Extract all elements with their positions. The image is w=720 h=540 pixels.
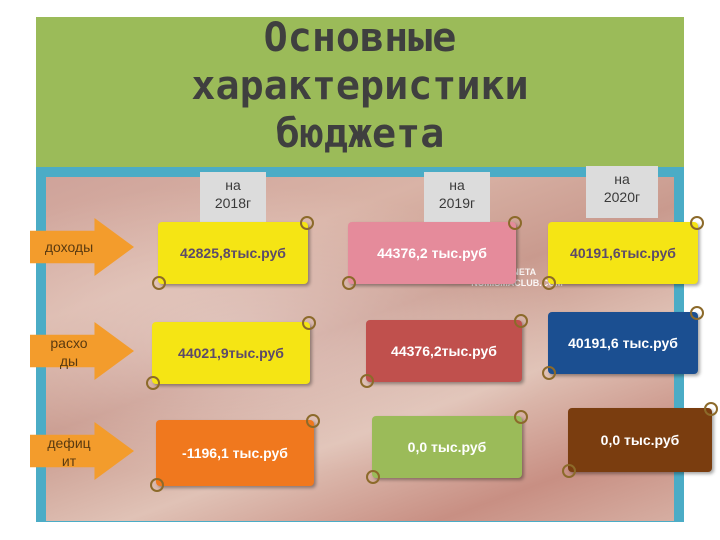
title-banner bbox=[36, 17, 684, 167]
slide-title: Основные характеристики бюджета bbox=[191, 15, 529, 157]
year-2019: на 2019г bbox=[424, 172, 490, 224]
watermark-text: MONETA NUMISMACLUB.COM bbox=[471, 267, 563, 288]
year-2020: на 2020г bbox=[586, 166, 658, 218]
income-2020: 40191,6тыс.руб bbox=[542, 216, 704, 290]
expenses-2018: 44021,9тыс.руб bbox=[146, 316, 316, 390]
income-2018-value: 42825,8тыс.руб bbox=[180, 245, 286, 261]
income-2020-value: 40191,6тыс.руб bbox=[570, 245, 676, 261]
income-2019-value: 44376,2 тыс.руб bbox=[377, 245, 487, 261]
year-2018: на 2018г bbox=[200, 172, 266, 224]
expenses-2019-value: 44376,2тыс.руб bbox=[391, 343, 497, 359]
label-deficit: дефиц ит bbox=[47, 435, 91, 469]
label-income: доходы bbox=[44, 239, 94, 255]
deficit-2020: 0,0 тыс.руб bbox=[562, 402, 718, 478]
income-2019: 44376,2 тыс.руб bbox=[342, 216, 522, 290]
expenses-2020: 40191,6 тыс.руб bbox=[542, 306, 704, 380]
deficit-2019: 0,0 тыс.руб bbox=[366, 410, 528, 484]
deficit-2019-value: 0,0 тыс.руб bbox=[407, 439, 487, 455]
deficit-2018-value: -1196,1 тыс.руб bbox=[182, 445, 288, 461]
expenses-2018-value: 44021,9тыс.руб bbox=[178, 345, 284, 361]
expenses-2019: 44376,2тыс.руб bbox=[360, 314, 528, 388]
label-expenses: расхо ды bbox=[50, 335, 88, 369]
deficit-2018: -1196,1 тыс.руб bbox=[150, 414, 320, 492]
deficit-2020-value: 0,0 тыс.руб bbox=[600, 432, 680, 448]
income-2018: 42825,8тыс.руб bbox=[152, 216, 314, 290]
expenses-2020-value: 40191,6 тыс.руб bbox=[568, 335, 678, 351]
